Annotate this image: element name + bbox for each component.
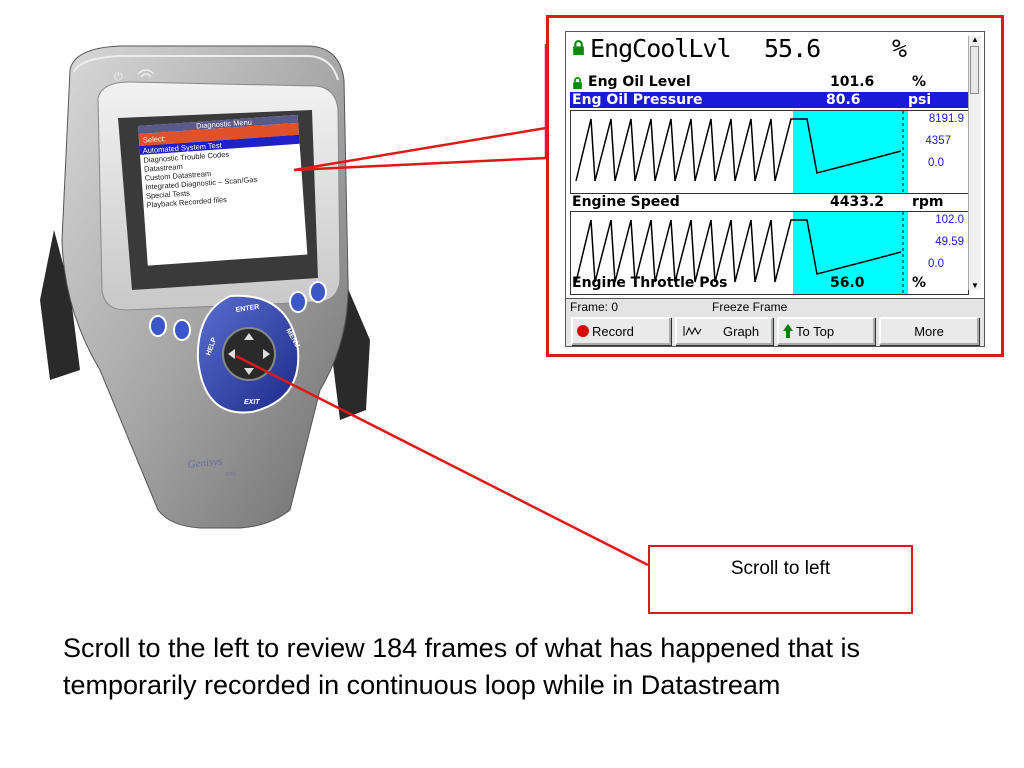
scroll-down-icon[interactable]: ▼ — [971, 281, 979, 290]
record-button[interactable]: Record — [571, 317, 671, 345]
annotation-text: Scroll to left — [730, 558, 831, 579]
engine-speed-trace — [575, 111, 908, 193]
up-arrow-icon — [244, 333, 254, 340]
graph-icon — [683, 326, 702, 336]
device-select-label: Select: — [143, 134, 167, 145]
function-key-3[interactable] — [289, 291, 307, 313]
annotation-box: Scroll to left — [648, 545, 913, 614]
big-row-unit: % — [892, 34, 907, 63]
graph-button[interactable]: Graph — [675, 317, 773, 345]
pid-row-label: Engine Speed — [572, 194, 680, 210]
graph-scale-mid: 4357 — [925, 135, 951, 147]
to-top-button-label: To Top — [796, 323, 835, 339]
pid-row-unit: rpm — [912, 194, 944, 210]
to-top-button[interactable]: To Top — [777, 317, 875, 345]
pid-row-unit: psi — [908, 92, 932, 108]
function-key-4[interactable] — [309, 281, 327, 303]
record-button-label: Record — [592, 323, 634, 339]
exit-key-label: EXIT — [244, 399, 260, 406]
screen-callout-frame: EngCoolLvl 55.6 % Eng Oil Level 101.6 % … — [546, 15, 1004, 357]
function-key-1[interactable] — [149, 315, 167, 337]
engine-speed-graph[interactable]: 8191.9 4357 0.0 — [570, 110, 969, 194]
pid-row-unit: % — [912, 275, 927, 291]
device-menu-item-6: Special Tests — [146, 189, 191, 201]
throttle-pos-graph[interactable]: 102.0 49.59 0.0 — [570, 211, 969, 295]
pid-row-label: Eng Oil Level — [588, 74, 691, 90]
record-dot-icon — [577, 325, 589, 337]
datastream-screen: EngCoolLvl 55.6 % Eng Oil Level 101.6 % … — [565, 31, 985, 347]
pid-row-value: 4433.2 — [830, 194, 885, 210]
graph-scale-mid: 49.59 — [935, 236, 964, 248]
throttle-pos-trace — [575, 212, 908, 294]
graph-button-label: Graph — [723, 323, 760, 339]
scroll-up-icon[interactable]: ▲ — [971, 35, 979, 44]
graph-scale-min: 0.0 — [928, 258, 944, 270]
frame-counter: Frame: 0 — [570, 300, 619, 314]
button-bar: Record Graph To Top More — [566, 315, 984, 346]
brand-sub-logo: OTC — [226, 471, 238, 478]
function-key-2[interactable] — [173, 319, 191, 341]
device-illustration: ⏻ Diagnostic Menu Select: Automated Syst… — [40, 45, 370, 529]
pid-row-label: Engine Throttle Pos — [572, 275, 728, 291]
lock-icon — [573, 40, 584, 55]
graph-scale-max: 102.0 — [935, 214, 964, 226]
big-row-value: 55.6 — [764, 34, 821, 63]
big-row-label: EngCoolLvl — [590, 34, 732, 63]
scrollbar-thumb[interactable] — [970, 46, 979, 94]
pid-row-label: Eng Oil Pressure — [572, 92, 703, 108]
pid-row-value: 101.6 — [830, 74, 875, 90]
more-button[interactable]: More — [879, 317, 979, 345]
graph-scale-max: 8191.9 — [928, 113, 964, 125]
lock-icon — [573, 77, 582, 89]
svg-text:⏻: ⏻ — [114, 70, 123, 83]
more-button-label: More — [914, 323, 944, 339]
graph-scale-min: 0.0 — [928, 157, 944, 169]
slide-caption: Scroll to the left to review 184 frames … — [63, 633, 860, 700]
device-menu-item-3: Datastream — [144, 162, 183, 174]
pid-row-value: 56.0 — [830, 275, 865, 291]
pid-row-unit: % — [912, 74, 927, 90]
pid-row-oil-pressure[interactable]: Eng Oil Pressure 80.6 psi — [570, 92, 970, 108]
brand-logo: Genisys — [187, 455, 223, 471]
freeze-frame-label: Freeze Frame — [712, 300, 788, 314]
status-bar: Frame: 0 Freeze Frame — [566, 298, 984, 315]
left-arrow-icon — [228, 349, 235, 359]
pid-row-value: 80.6 — [826, 92, 861, 108]
vertical-scrollbar[interactable]: ▲ ▼ — [968, 36, 981, 290]
up-arrow-green-icon — [783, 324, 793, 338]
enter-key-label: ENTER — [235, 304, 259, 314]
scan-tool-device: ⏻ Diagnostic Menu Select: Automated Syst… — [40, 40, 380, 530]
